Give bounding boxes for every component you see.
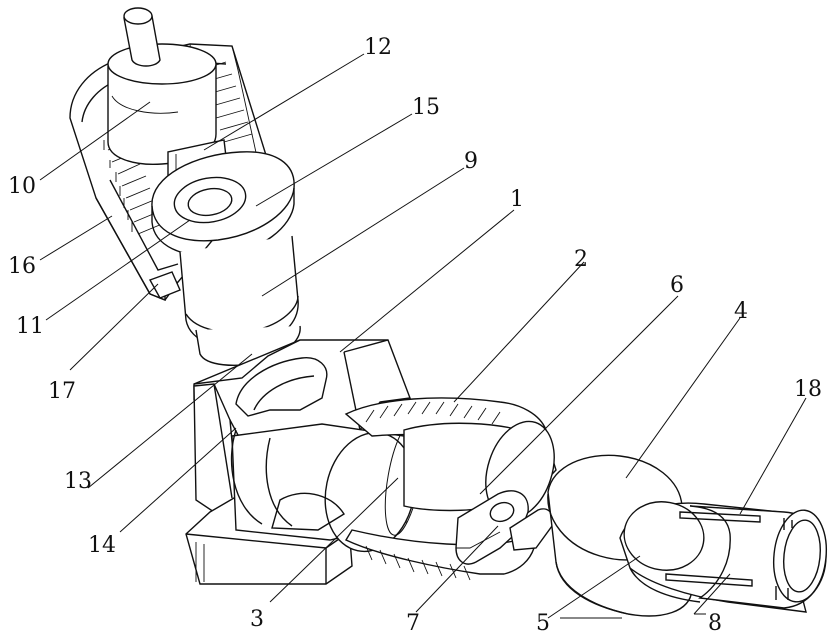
label-16: 16 <box>8 254 36 279</box>
label-10: 10 <box>8 174 36 199</box>
label-18: 18 <box>794 377 822 402</box>
label-17: 17 <box>48 379 76 404</box>
label-6: 6 <box>670 273 684 298</box>
label-13: 13 <box>64 469 92 494</box>
label-15: 15 <box>412 95 440 120</box>
label-7: 7 <box>406 611 420 636</box>
label-3: 3 <box>250 607 264 632</box>
label-4: 4 <box>734 299 748 324</box>
label-8: 8 <box>708 611 722 636</box>
label-14: 14 <box>88 533 116 558</box>
label-2: 2 <box>574 247 588 272</box>
label-9: 9 <box>464 149 478 174</box>
label-12: 12 <box>364 35 392 60</box>
label-1: 1 <box>510 187 524 212</box>
label-11: 11 <box>16 314 44 339</box>
label-5: 5 <box>536 611 550 636</box>
part-9-bushing <box>180 236 300 365</box>
